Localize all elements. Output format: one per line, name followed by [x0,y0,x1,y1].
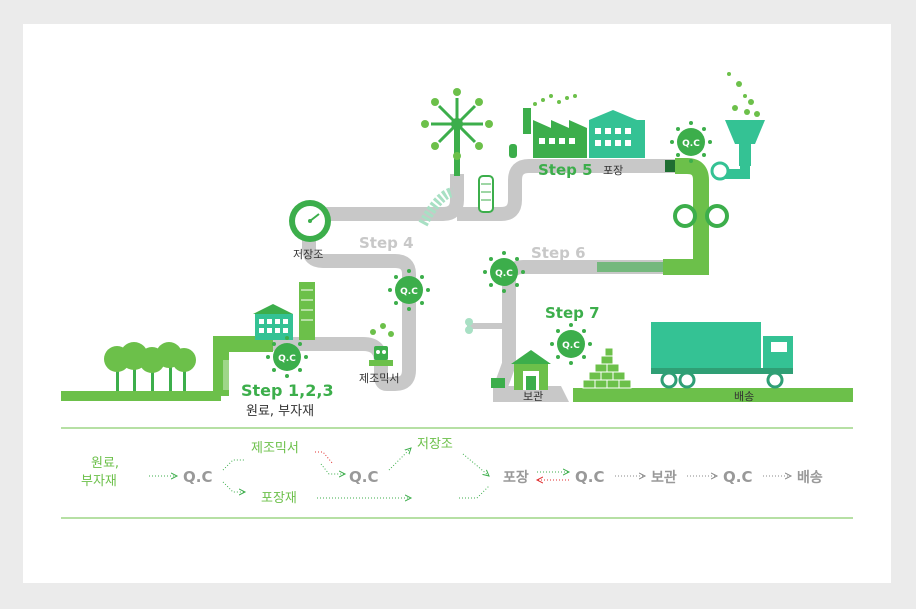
flow-raw-line2: 부자재 [81,474,117,489]
qc-badge-step7: Q.C [550,323,592,365]
pipe-gray-2 [485,159,675,221]
flow-packaging: 포장 [503,469,529,486]
crank-icon [465,318,509,334]
delivery-label: 배송 [734,390,754,403]
ground-left [61,391,221,401]
mixer-robot-icon [369,323,394,366]
building-icon [253,282,315,340]
warehouse-label: 보관 [523,390,543,403]
svg-text:Q.C: Q.C [278,354,296,364]
qc-badge-step1: Q.C [266,336,308,378]
svg-text:Q.C: Q.C [495,269,513,279]
gear-pair-icon [673,204,729,228]
coil-icon [478,175,494,213]
pipe-green-end [663,158,709,275]
ground-right [573,388,853,402]
funnel-icon [723,72,765,179]
flow-storage: 보관 [651,469,677,486]
flow-delivery: 배송 [797,470,823,486]
flow-raw-line1: 원료, [91,456,119,471]
valve-icon [710,161,730,181]
pinwheel-icon [421,88,493,176]
mixer-label: 제조믹서 [359,372,399,385]
warehouse-icon [491,350,551,390]
flow-qc-1: Q.C [183,468,212,486]
svg-text:Q.C: Q.C [682,139,700,149]
flow-mixer: 제조믹서 [251,441,299,456]
process-illustration: Q.C Q.C Q.C Q.C Q.C Step 1,2,3 원료, 부자재 S… [61,72,853,519]
step6-label: Step 6 [531,244,586,262]
pipe-green-start [213,336,273,396]
flow-storage-tank: 저장조 [417,437,453,452]
step5-sublabel: 포장 [603,164,623,177]
process-canvas: Q.C Q.C Q.C Q.C Q.C Step 1,2,3 원료, 부자재 S… [23,24,891,583]
flow-qc-3: Q.C [575,468,604,486]
flow-packaging-material: 포장재 [261,491,297,506]
gauge-icon [289,200,331,242]
svg-text:Q.C: Q.C [400,287,418,297]
step7-label: Step 7 [545,304,600,322]
flow-qc-4: Q.C [723,468,752,486]
truck-icon [651,322,793,389]
step123-label: Step 1,2,3 [241,381,334,400]
svg-text:Q.C: Q.C [562,341,580,351]
box-pyramid-icon [582,347,632,389]
storage-tank-label: 저장조 [293,248,323,261]
flow-diagram: 원료, 부자재 Q.C 제조믹서 포장재 Q.C 저장조 포장 Q.C 보관 Q… [81,437,823,506]
qc-badge-step5: Q.C [670,121,712,163]
qc-badge-step6: Q.C [483,251,525,293]
factory-icon [509,94,645,158]
ground-ramp [493,386,569,402]
step123-sublabel: 원료, 부자재 [246,404,314,419]
qc-badge-step4: Q.C [388,269,430,311]
step5-label: Step 5 [538,161,593,179]
flow-qc-2: Q.C [349,468,378,486]
trees-icon [104,342,196,391]
step4-label: Step 4 [359,234,414,252]
